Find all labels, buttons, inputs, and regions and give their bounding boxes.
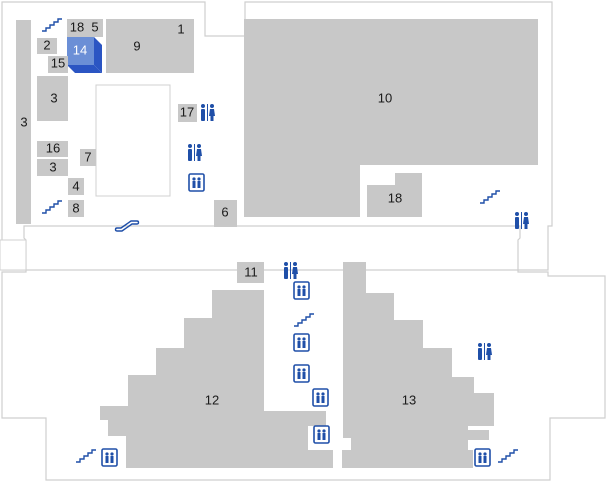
room-label: 12 [205, 392, 219, 407]
restroom-icon [188, 144, 202, 161]
room-label: 11 [244, 264, 258, 279]
room-3-small[interactable]: 3 [37, 159, 68, 176]
room-7[interactable]: 7 [80, 149, 96, 166]
elevator-icon [474, 448, 491, 467]
room-18-top[interactable]: 18 [67, 19, 87, 37]
room-2[interactable]: 2 [37, 37, 57, 54]
room-label: 7 [84, 149, 91, 164]
room-label: 6 [221, 204, 228, 219]
room-3-mid[interactable]: 3 [37, 76, 68, 121]
room-6[interactable]: 6 [214, 200, 237, 227]
room-label: 17 [180, 104, 194, 119]
elevator-icon [293, 333, 310, 352]
elevator-icon [293, 364, 310, 383]
room-label: 1 [177, 21, 184, 36]
room-label: 4 [72, 178, 79, 193]
room-label: 8 [72, 200, 79, 215]
room-12[interactable]: 12 [100, 290, 333, 468]
elevator-icon [313, 425, 330, 444]
restroom-icon [515, 212, 529, 229]
restroom-icon [478, 343, 492, 360]
room-label: 9 [133, 38, 140, 53]
elevator-icon [312, 388, 329, 407]
room-17[interactable]: 17 [178, 104, 197, 122]
room-3-long[interactable]: 3 [16, 20, 31, 224]
room-label: 14 [73, 42, 87, 57]
room-label: 16 [46, 140, 60, 155]
atrium [95, 84, 171, 197]
room-8[interactable]: 8 [68, 200, 84, 217]
room-label: 3 [20, 114, 27, 129]
room-label: 13 [402, 392, 416, 407]
restroom-icon [201, 104, 215, 121]
room-15[interactable]: 15 [48, 55, 68, 73]
elevator-icon [188, 173, 205, 192]
restroom-icon [284, 262, 298, 279]
room-5[interactable]: 5 [87, 19, 103, 37]
room-10[interactable]: 10 [244, 19, 538, 217]
room-4[interactable]: 4 [68, 178, 84, 195]
room-1[interactable]: 1 [169, 19, 194, 73]
elevator-icon [293, 281, 310, 300]
elevator-icon [101, 448, 118, 467]
room-13[interactable]: 13 [342, 262, 494, 468]
room-label: 15 [51, 55, 65, 70]
room-label: 10 [378, 90, 392, 105]
room-label: 18 [70, 19, 84, 34]
room-9[interactable]: 9 [106, 19, 176, 73]
room-18-right[interactable]: 18 [367, 173, 422, 217]
room-label: 3 [50, 90, 57, 105]
room-label: 5 [91, 19, 98, 34]
room-label: 2 [43, 37, 50, 52]
room-14[interactable]: 14 [67, 37, 102, 73]
room-16[interactable]: 16 [37, 140, 68, 157]
room-label: 3 [49, 159, 56, 174]
room-label: 18 [388, 190, 402, 205]
room-11[interactable]: 11 [237, 262, 264, 283]
